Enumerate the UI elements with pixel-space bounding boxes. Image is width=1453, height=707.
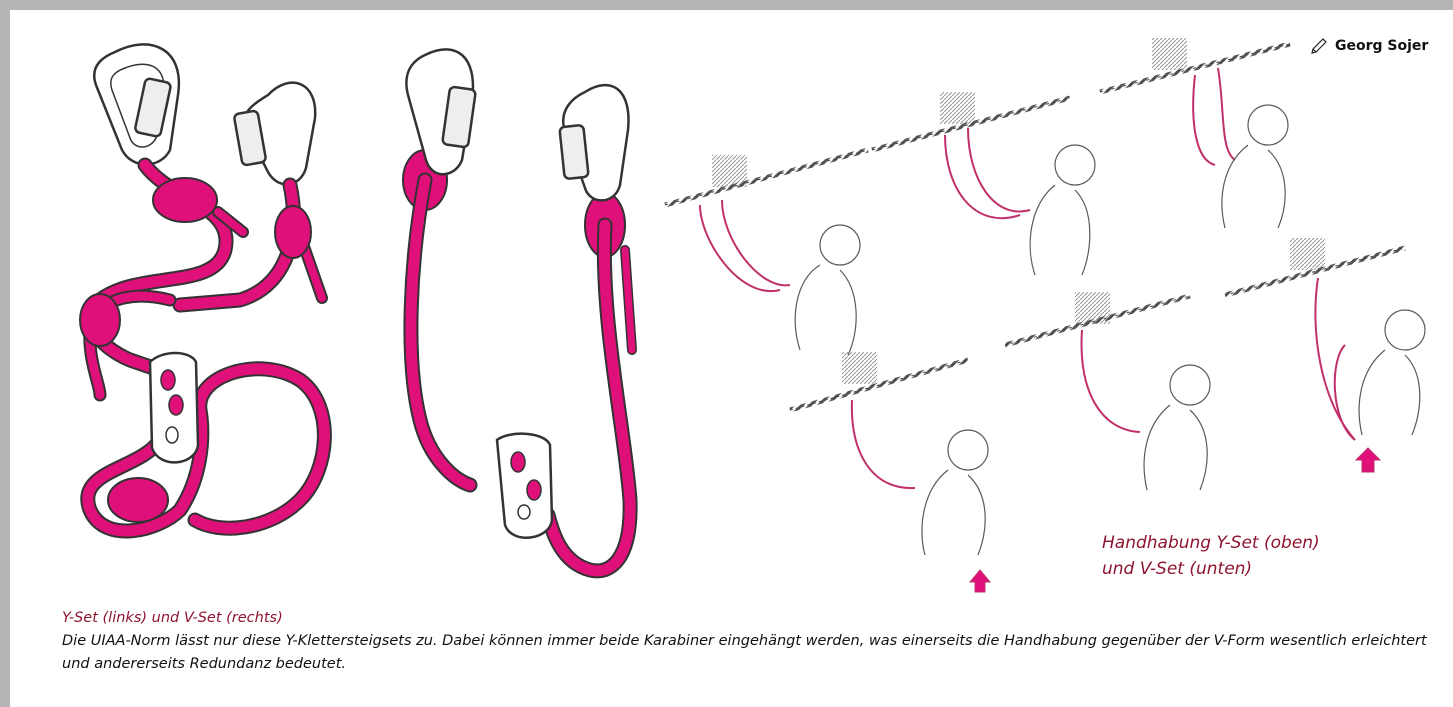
handling-panel-3: [1100, 38, 1290, 228]
author-credit: Georg Sojer: [1309, 36, 1428, 56]
handling-panel-5: [1005, 292, 1210, 490]
pencil-icon: [1309, 36, 1329, 56]
v-set-absorber: [497, 434, 552, 538]
handling-panel-2: [872, 92, 1095, 275]
author-name: Georg Sojer: [1335, 38, 1428, 54]
y-set-carabiner-right: [234, 83, 316, 185]
handling-caption-line2: und V-Set (unten): [1102, 556, 1320, 582]
handling-panel-6: [1225, 238, 1425, 472]
handling-panels: [665, 38, 1425, 592]
y-set-carabiner-left: [94, 44, 179, 164]
v-set-carabiner-right: [559, 85, 628, 200]
handling-panel-1: [665, 150, 868, 355]
handling-caption: Handhabung Y-Set (oben) und V-Set (unten…: [1102, 530, 1320, 582]
figure-caption-body: Die UIAA-Norm lässt nur diese Y-Kletters…: [62, 630, 1432, 676]
figure-caption-title: Y-Set (links) und V-Set (rechts): [62, 607, 1432, 630]
y-set-absorber: [150, 353, 198, 462]
handling-panel-4: [790, 352, 990, 592]
v-set-drawing: [406, 49, 632, 571]
figure-caption: Y-Set (links) und V-Set (rechts) Die UIA…: [62, 607, 1432, 676]
handling-caption-line1: Handhabung Y-Set (oben): [1102, 530, 1320, 556]
